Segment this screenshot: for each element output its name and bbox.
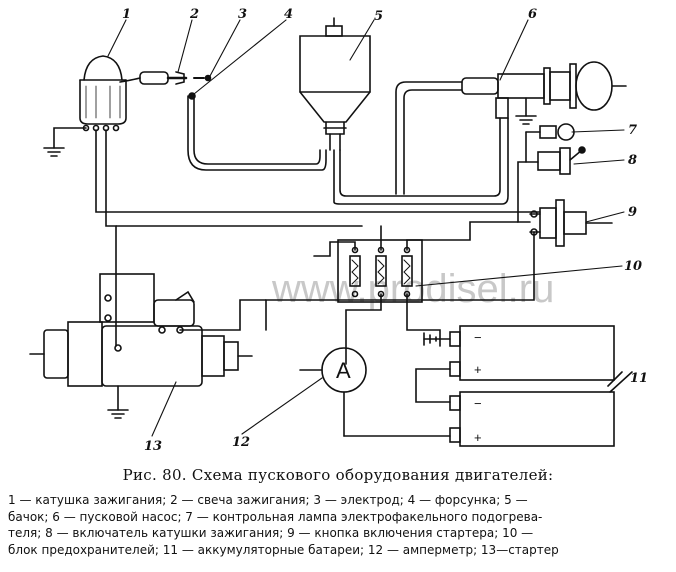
callout-12: 12 (232, 435, 250, 450)
starting-equipment-diagram: www.prodisel.ru (29, 7, 648, 454)
starter-button (529, 199, 613, 247)
battery-lower-plus: + (474, 430, 482, 445)
ammeter (299, 347, 367, 437)
ignition-coil-switch (517, 146, 586, 223)
fuse-block (313, 221, 519, 365)
callout-1: 1 (122, 7, 131, 22)
pump-ground-symbol (515, 97, 537, 125)
callout-9: 9 (628, 205, 637, 220)
wire-button-to-starter (265, 231, 535, 331)
spark-plug (139, 71, 188, 85)
battery-upper-minus: − (474, 330, 482, 345)
injector (187, 92, 327, 171)
legend-line-3: теля; 8 — включатель катушки зажигания; … (8, 526, 534, 540)
callout-leaders (107, 19, 625, 437)
ammeter-letter: A (336, 358, 351, 383)
battery-leader (607, 371, 633, 393)
wire-coil-to-switch (95, 129, 541, 213)
callout-5: 5 (374, 9, 383, 24)
callout-7: 7 (628, 123, 637, 138)
callout-13: 13 (144, 439, 162, 454)
battery-lower-minus: − (474, 396, 482, 411)
fuel-tank (299, 17, 371, 151)
legend-line-4: блок предохранителей; 11 — аккумуляторны… (8, 542, 559, 557)
callout-4: 4 (284, 7, 293, 22)
electrode (193, 74, 212, 82)
start-pump (461, 61, 627, 119)
legend-line-2: бачок; 6 — пусковой насос; 7 — контрольн… (8, 509, 543, 524)
callout-10: 10 (624, 259, 642, 274)
coil-ground-symbol (43, 127, 87, 157)
ignition-coil (79, 55, 127, 132)
callout-2: 2 (189, 7, 199, 22)
figure-legend: 1 — катушка зажигания; 2 — свеча зажиган… (8, 492, 670, 558)
fuel-line-to-pump (339, 117, 501, 197)
starter-motor (29, 273, 267, 419)
fuel-line-upper-inner (403, 89, 463, 195)
battery-upper (415, 325, 615, 403)
control-lamp (525, 123, 575, 163)
callout-8: 8 (628, 153, 637, 168)
legend-line-1: 1 — катушка зажигания; 2 — свеча зажиган… (8, 493, 528, 507)
figure-caption: Рис. 80. Схема пускового оборудования дв… (122, 466, 554, 484)
fuel-line-upper (395, 81, 463, 195)
battery-upper-plus: + (474, 362, 482, 377)
callout-6: 6 (528, 7, 537, 22)
callout-11: 11 (630, 371, 648, 386)
ht-lead (119, 77, 141, 83)
callout-3: 3 (238, 7, 247, 22)
wire-coil-to-starter (105, 129, 117, 347)
battery-lower (343, 391, 615, 447)
fuel-line-return (333, 117, 509, 205)
